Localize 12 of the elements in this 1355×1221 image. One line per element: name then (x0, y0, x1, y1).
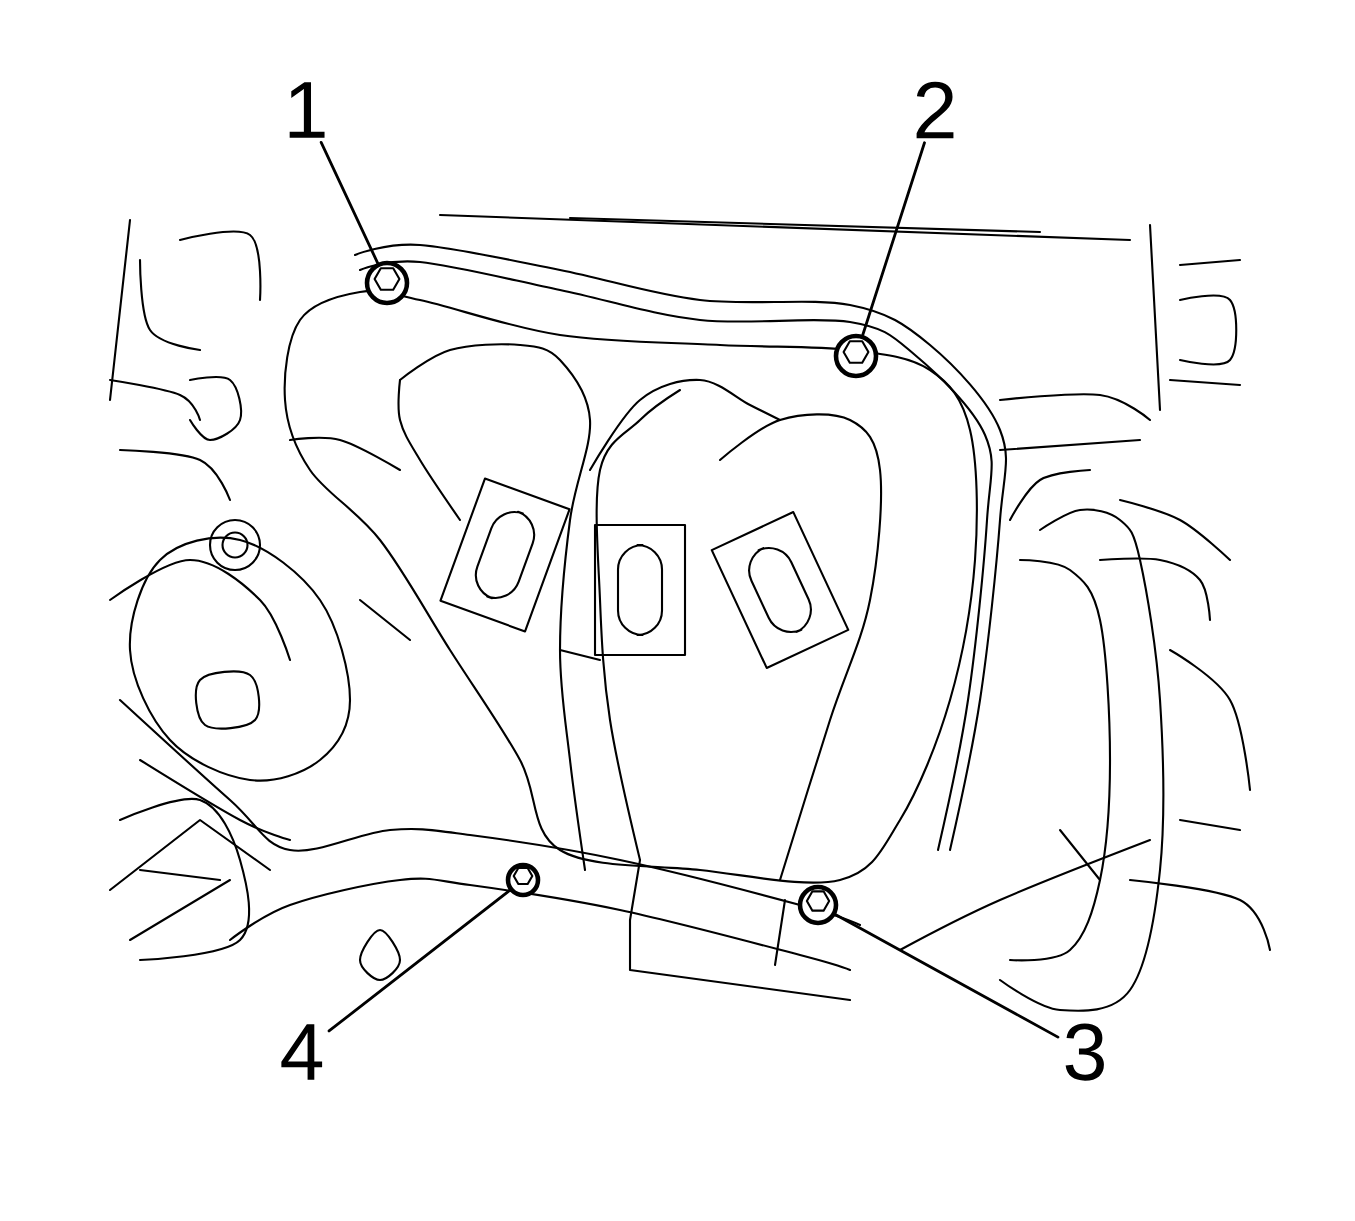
leader-line (327, 889, 511, 1033)
callout-number: 2 (916, 81, 954, 139)
bolt (833, 333, 879, 379)
leader-line (834, 913, 1060, 1039)
callout-number: 1 (289, 82, 325, 138)
callout-number: 3 (1065, 1023, 1104, 1081)
bolt (505, 862, 541, 898)
leader-line (319, 140, 379, 265)
leader-line (861, 141, 926, 337)
callout-number: 4 (281, 1024, 323, 1080)
bolt (797, 884, 839, 926)
bolt (364, 260, 410, 306)
